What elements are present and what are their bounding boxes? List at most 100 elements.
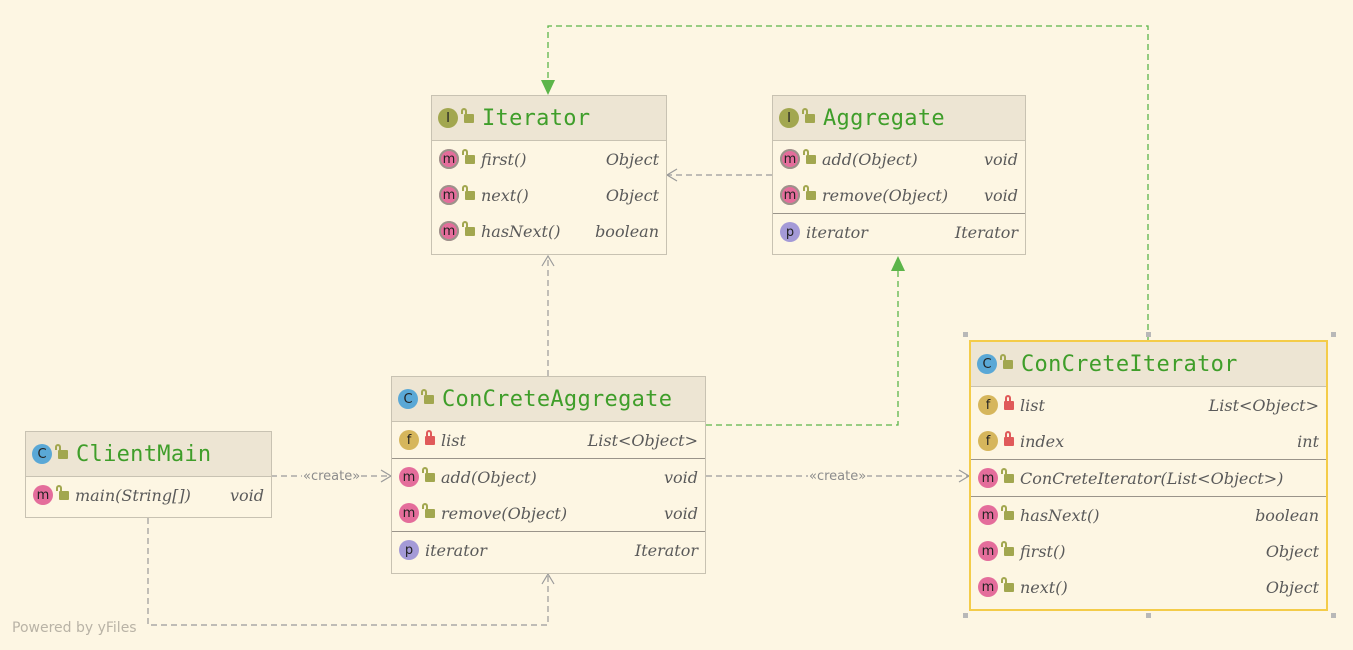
resize-handle[interactable]: [963, 332, 968, 337]
interface-icon: I: [779, 108, 799, 128]
public-lock-icon: [1001, 467, 1014, 483]
public-lock-icon: [803, 184, 816, 200]
abstract-method-icon: m: [439, 221, 459, 241]
public-lock-icon: [1001, 540, 1014, 556]
member-name: iterator: [425, 540, 487, 560]
public-lock-icon: [55, 443, 68, 459]
clientmain-class-node[interactable]: C ClientMain m main(String[]) void: [25, 431, 272, 518]
resize-handle[interactable]: [1331, 613, 1336, 618]
property-icon: p: [780, 222, 800, 242]
member-row[interactable]: f list List<Object>: [971, 387, 1326, 423]
member-name: next(): [1020, 577, 1068, 597]
edge-concreteiterator-implements-iterator[interactable]: [547, 25, 1149, 340]
aggregate-interface-node[interactable]: I Aggregate m add(Object) void m remove(…: [772, 95, 1026, 255]
iterator-interface-node[interactable]: I Iterator m first() Object m next() Obj…: [431, 95, 667, 255]
member-row[interactable]: m add(Object) void: [773, 141, 1025, 177]
resize-handle[interactable]: [1331, 332, 1336, 337]
member-row[interactable]: m next() Object: [432, 177, 666, 213]
member-type: List<Object>: [587, 430, 698, 450]
section-divider: [971, 496, 1326, 497]
method-icon: m: [978, 577, 998, 597]
clientmain-title: ClientMain: [76, 441, 212, 467]
member-type: boolean: [595, 221, 659, 241]
concreteiterator-class-node[interactable]: C ConCreteIterator f list List<Object> f…: [969, 340, 1328, 611]
aggregate-title: Aggregate: [823, 105, 945, 131]
member-row[interactable]: m main(String[]) void: [26, 477, 271, 513]
concreteaggregate-class-node[interactable]: C ConCreteAggregate f list List<Object> …: [391, 376, 706, 574]
member-type: void: [663, 503, 698, 523]
static-method-icon: m: [33, 485, 53, 505]
member-row[interactable]: f list List<Object>: [392, 422, 705, 458]
member-row[interactable]: m ConCreteIterator(List<Object>): [971, 460, 1326, 496]
public-lock-icon: [803, 148, 816, 164]
resize-handle[interactable]: [1146, 332, 1151, 337]
resize-handle[interactable]: [963, 613, 968, 618]
member-type: void: [983, 185, 1018, 205]
public-lock-icon: [462, 148, 475, 164]
arrowhead-aggregate: [891, 256, 905, 271]
member-type: void: [663, 467, 698, 487]
member-type: Iterator: [634, 540, 698, 560]
concreteiterator-title: ConCreteIterator: [1021, 351, 1238, 377]
member-name: iterator: [806, 222, 868, 242]
member-name: add(Object): [822, 149, 918, 169]
private-lock-icon: [425, 429, 435, 445]
interface-icon: I: [438, 108, 458, 128]
member-type: boolean: [1255, 505, 1319, 525]
member-row[interactable]: m next() Object: [971, 569, 1326, 605]
abstract-method-icon: m: [780, 149, 800, 169]
member-name: main(String[]): [75, 485, 191, 505]
member-name: remove(Object): [822, 185, 949, 205]
method-icon: m: [399, 467, 419, 487]
member-name: add(Object): [441, 467, 537, 487]
member-row[interactable]: m first() Object: [432, 141, 666, 177]
private-lock-icon: [1004, 394, 1014, 410]
public-lock-icon: [462, 184, 475, 200]
method-icon: m: [978, 505, 998, 525]
member-name: remove(Object): [441, 503, 568, 523]
arrowhead-dep-iterator-right: [665, 168, 678, 182]
constructor-icon: m: [978, 468, 998, 488]
edge-concreteaggregate-implements-aggregate[interactable]: [706, 268, 899, 426]
member-row[interactable]: m hasNext() boolean: [971, 497, 1326, 533]
field-icon: f: [978, 431, 998, 451]
powered-by-footer: Powered by yFiles: [12, 620, 137, 636]
abstract-method-icon: m: [780, 185, 800, 205]
field-icon: f: [399, 430, 419, 450]
section-divider: [773, 213, 1025, 214]
arrowhead-uses-aggregate: [541, 572, 555, 585]
member-row[interactable]: m remove(Object) void: [392, 495, 705, 531]
section-divider: [392, 531, 705, 532]
member-type: Object: [1265, 577, 1319, 597]
member-row[interactable]: m add(Object) void: [392, 459, 705, 495]
aggregate-header: I Aggregate: [773, 96, 1025, 141]
abstract-method-icon: m: [439, 185, 459, 205]
class-icon: C: [398, 389, 418, 409]
clientmain-header: C ClientMain: [26, 432, 271, 477]
member-row[interactable]: p iterator Iterator: [773, 214, 1025, 250]
member-row[interactable]: p iterator Iterator: [392, 532, 705, 568]
class-icon: C: [977, 354, 997, 374]
section-divider: [971, 459, 1326, 460]
member-name: hasNext(): [1020, 505, 1100, 525]
member-type: void: [983, 149, 1018, 169]
resize-handle[interactable]: [1146, 613, 1151, 618]
private-lock-icon: [1004, 430, 1014, 446]
arrowhead-dep-iterator-bottom: [541, 254, 555, 267]
public-lock-icon: [802, 107, 815, 123]
public-lock-icon: [421, 388, 434, 404]
public-lock-icon: [422, 502, 435, 518]
member-type: Object: [1265, 541, 1319, 561]
edge-client-uses-aggregate[interactable]: [147, 518, 549, 626]
member-row[interactable]: m remove(Object) void: [773, 177, 1025, 213]
member-row[interactable]: m first() Object: [971, 533, 1326, 569]
member-name: first(): [1020, 541, 1066, 561]
member-row[interactable]: m hasNext() boolean: [432, 213, 666, 249]
member-name: next(): [481, 185, 529, 205]
member-row[interactable]: f index int: [971, 423, 1326, 459]
property-icon: p: [399, 540, 419, 560]
public-lock-icon: [422, 466, 435, 482]
member-name: index: [1020, 431, 1065, 451]
member-type: Object: [605, 149, 659, 169]
